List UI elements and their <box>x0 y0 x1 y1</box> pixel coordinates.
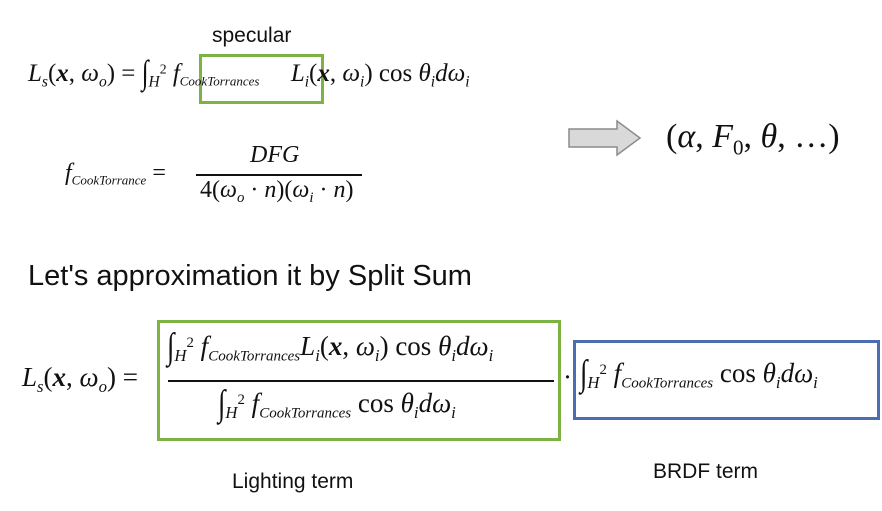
brdf-term-box <box>573 340 880 420</box>
lighting-term-fraction-line <box>168 380 554 382</box>
cook-torrance-denominator: 4(ωo · n)(ωi · n) <box>200 177 354 207</box>
lighting-term-denominator: ∫H2 fCookTorrances cos θidωi <box>218 382 456 424</box>
specular-label: specular <box>212 24 292 47</box>
parameters-tuple: (α, F0, θ, …) <box>666 118 840 160</box>
multiplication-dot: · <box>563 362 572 392</box>
lighting-term-box <box>157 320 561 441</box>
cook-torrance-brdf-lhs: fCookTorrance = <box>65 160 166 188</box>
brdf-term-integral: ∫H2 fCookTorrances cos θidωi <box>580 352 818 394</box>
split-sum-lhs: Ls(x, ωo) = <box>22 362 138 396</box>
cook-torrance-fraction-line <box>196 174 362 176</box>
lighting-term-label: Lighting term <box>232 470 354 493</box>
cook-torrance-numerator: DFG <box>250 142 300 168</box>
lighting-term-numerator: ∫H2 fCookTorrancesLi(x, ωi) cos θidωi <box>167 325 494 367</box>
right-arrow-icon <box>568 119 642 157</box>
specular-highlight-box <box>199 54 324 104</box>
split-sum-heading: Let's approximation it by Split Sum <box>28 260 472 292</box>
brdf-term-label: BRDF term <box>653 460 758 483</box>
